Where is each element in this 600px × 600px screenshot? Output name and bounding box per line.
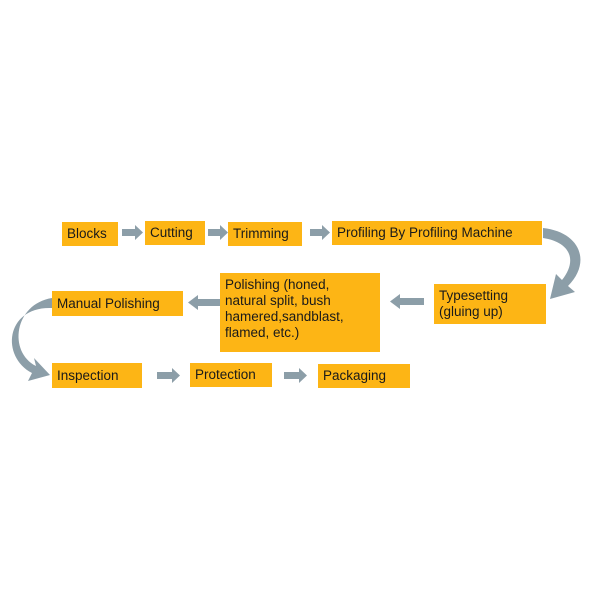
arrow-blocks-to-cutting [122,225,143,240]
step-profiling: Profiling By Profiling Machine [332,221,542,245]
step-trimming: Trimming [228,222,302,246]
arrow-polishing-to-manual-polishing [188,295,220,310]
arrow-inspection-to-protection [157,368,180,383]
arrow-cutting-to-trimming [208,225,228,240]
step-blocks: Blocks [62,222,118,246]
step-polishing: Polishing (honed, natural split, bush ha… [220,273,380,352]
arrow-protection-to-packaging [284,368,307,383]
step-packaging: Packaging [318,364,410,388]
step-typesetting: Typesetting (gluing up) [434,284,546,324]
step-cutting: Cutting [145,221,205,245]
arrow-typesetting-to-polishing [390,294,424,309]
step-inspection: Inspection [52,363,142,388]
step-manual-polishing: Manual Polishing [52,291,183,316]
arrow-manual-polishing-to-inspection [11,298,52,381]
arrow-profiling-to-typesetting [543,228,581,299]
arrow-trimming-to-profiling [310,225,330,240]
step-protection: Protection [190,363,272,387]
